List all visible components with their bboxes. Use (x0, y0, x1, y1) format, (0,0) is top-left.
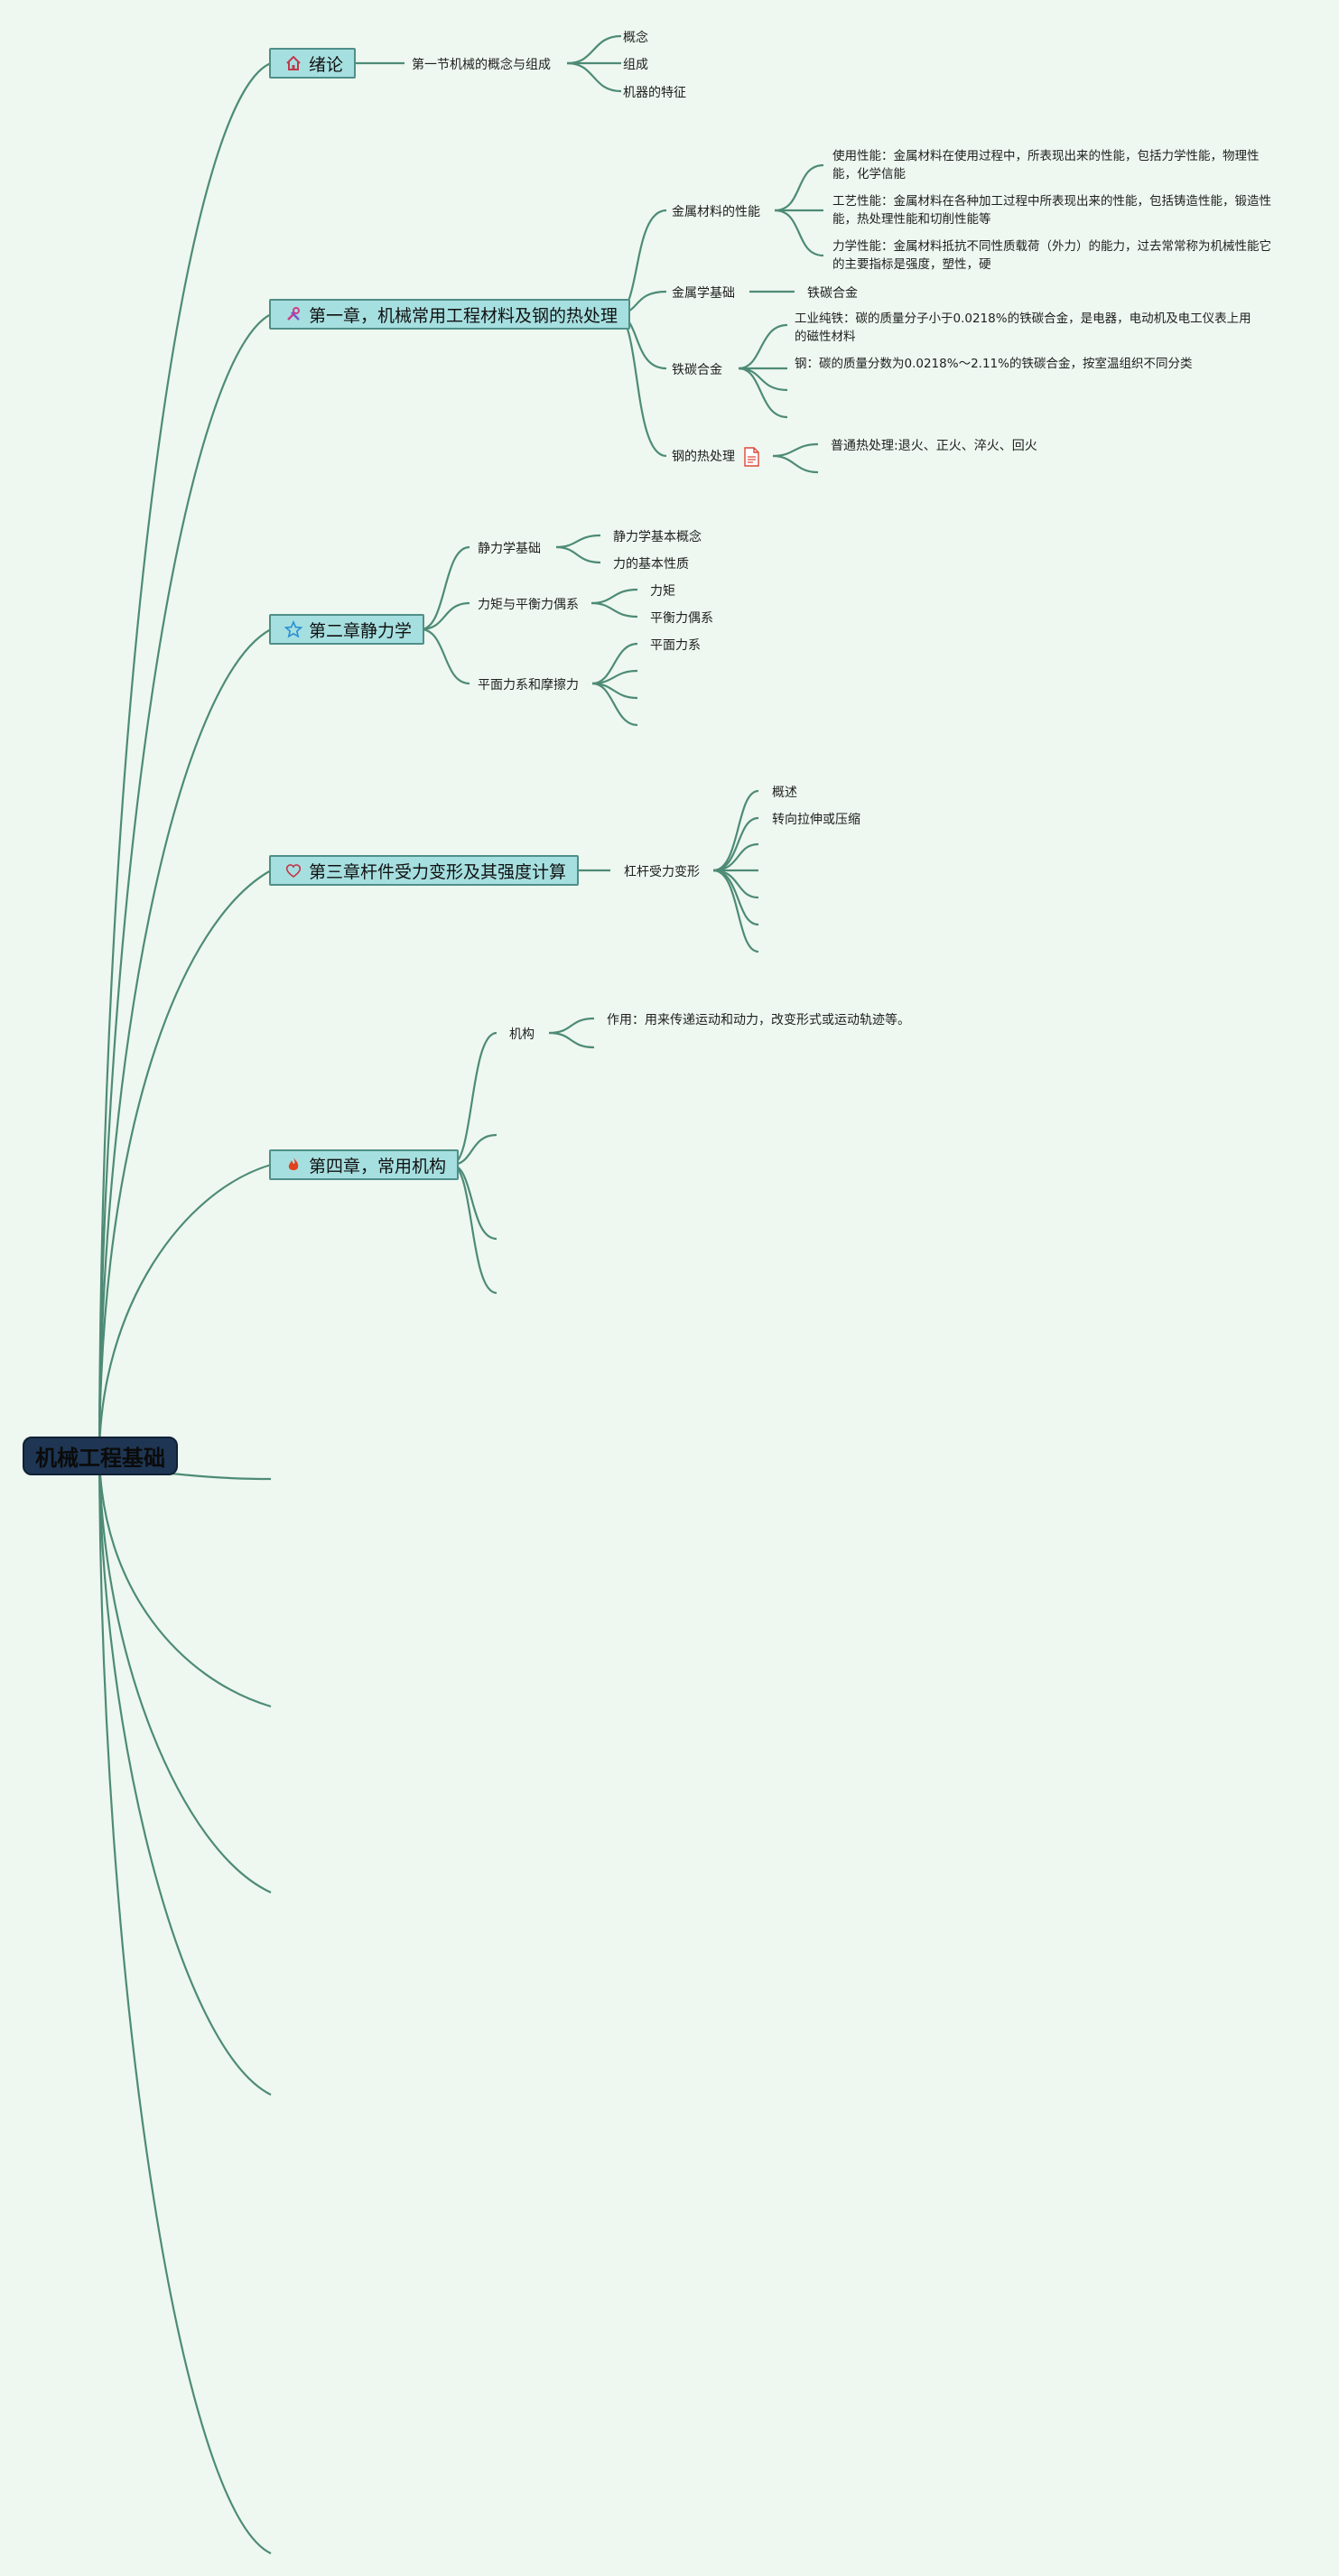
chapter-1[interactable]: 第一章，机械常用工程材料及钢的热处理 (269, 299, 631, 330)
edge-ch2-basic (420, 545, 470, 631)
edge-root-empty7 (98, 1453, 272, 1893)
chapter-label: 第一章，机械常用工程材料及钢的热处理 (309, 305, 618, 326)
star-icon (284, 619, 303, 639)
ch2-statics-basic[interactable]: 静力学基础 (478, 542, 541, 556)
edge-root-empty6 (98, 1453, 272, 1708)
edge-ch2-moment (420, 601, 470, 631)
ch2-statics-item[interactable]: 静力学基本概念 (613, 530, 702, 544)
ch1-metallurgy[interactable]: 金属学基础 (672, 286, 735, 301)
edge-basic-c2 (555, 545, 601, 564)
edge-root-ch1 (98, 313, 272, 1455)
ch1-heat-label: 钢的热处理 (672, 450, 735, 464)
ch3-rod-item[interactable]: 概述 (772, 786, 797, 800)
root-topic[interactable]: 机械工程基础 (23, 1437, 178, 1475)
ch2-plane[interactable]: 平面力系和摩擦力 (478, 678, 579, 693)
edge-rod-c7 (712, 869, 759, 953)
edge-moment-c1 (590, 588, 638, 605)
edge-heat-c2 (772, 454, 819, 474)
ch2-statics-item[interactable]: 力的基本性质 (613, 557, 689, 572)
intro-item[interactable]: 组成 (623, 58, 648, 72)
edge-root-empty8 (98, 1453, 272, 2096)
edge-root-empty5 (171, 1472, 272, 1481)
ch1-perf-item[interactable]: 力学性能：金属材料抵抗不同性质载荷（外力）的能力，过去常常称为机械性能它的主要指… (832, 239, 1271, 272)
chapter-intro[interactable]: 绪论 (269, 48, 357, 79)
edge-root-ch3 (98, 870, 272, 1455)
ch1-fe-c[interactable]: 铁碳合金 (672, 363, 722, 377)
edge-plane-c4 (591, 682, 638, 727)
edge-mech-c2 (548, 1031, 595, 1049)
ch1-heat-item[interactable]: 普通热处理:退火、正火、淬火、回火 (831, 439, 1037, 453)
ch2-plane-item[interactable]: 平面力系 (650, 638, 701, 653)
edge-root-ch2 (98, 628, 272, 1455)
chapter-label: 第二章静力学 (309, 620, 413, 641)
edge-fec-c4 (738, 367, 788, 419)
edge-ch1-heat (615, 312, 667, 458)
tools-icon (284, 304, 303, 324)
ch1-metallurgy-child[interactable]: 铁碳合金 (807, 286, 858, 301)
edge-moment-c2 (590, 601, 638, 618)
ch2-moment-item[interactable]: 力矩 (650, 584, 675, 599)
edge-root-empty9 (98, 1453, 272, 2554)
intro-item[interactable]: 概念 (623, 31, 648, 45)
edge-mech-c1 (548, 1017, 595, 1035)
edge-fec-c3 (738, 367, 788, 392)
chapter-label: 第四章，常用机构 (309, 1156, 447, 1176)
edge-root-ch0 (98, 61, 272, 1455)
edge-metal-p1 (774, 163, 824, 212)
edge-basic-c1 (555, 534, 601, 549)
edge-ch4-empty3 (451, 1163, 497, 1295)
ch4-mechanism[interactable]: 机构 (509, 1028, 535, 1042)
edge-intro-tezheng (566, 61, 622, 93)
edge-ch4-mech (451, 1031, 497, 1167)
ch2-moment-item[interactable]: 平衡力偶系 (650, 611, 713, 626)
edge-intro-gainian (566, 34, 622, 65)
ch1-perf-item[interactable]: 工艺性能：金属材料在各种加工过程中所表现出来的性能，包括铸造性能，锻造性能，热处… (832, 194, 1271, 227)
home-icon (284, 53, 303, 73)
intro-section[interactable]: 第一节机械的概念与组成 (412, 58, 551, 72)
edge-metal-p3 (774, 209, 824, 257)
ch1-fe-c-item[interactable]: 工业纯铁：碳的质量分子小于0.0218%的铁碳合金，是电器，电动机及电工仪表上用… (795, 312, 1251, 344)
edge-ch2-plane (420, 628, 470, 685)
ch4-mechanism-item[interactable]: 作用：用来传递运动和动力，改变形式或运动轨迹等。 (607, 1013, 910, 1028)
intro-item[interactable]: 机器的特征 (623, 86, 686, 100)
ch1-perf-item[interactable]: 使用性能：金属材料在使用过程中，所表现出来的性能，包括力学性能，物理性能，化学信… (832, 149, 1260, 181)
heart-icon (284, 860, 303, 880)
edge-root-ch4 (98, 1163, 272, 1455)
fire-icon (284, 1155, 303, 1175)
chapter-label: 绪论 (309, 54, 344, 75)
ch1-fe-c-item[interactable]: 钢：碳的质量分数为0.0218%～2.11%的铁碳合金，按室温组织不同分类 (795, 357, 1193, 371)
chapter-label: 第三章杆件受力变形及其强度计算 (309, 861, 567, 882)
ch1-heat-treatment[interactable]: 钢的热处理 (672, 447, 760, 467)
edge-rod-c1 (712, 789, 759, 872)
ch1-metal-perf[interactable]: 金属材料的性能 (672, 205, 760, 219)
ch2-moment[interactable]: 力矩与平衡力偶系 (478, 598, 579, 612)
edge-heat-c1 (772, 442, 819, 458)
chapter-4[interactable]: 第四章，常用机构 (269, 1149, 460, 1180)
ch3-rod-item[interactable]: 转向拉伸或压缩 (772, 813, 860, 827)
chapter-2[interactable]: 第二章静力学 (269, 614, 425, 645)
ch3-rod[interactable]: 杠杆受力变形 (624, 865, 700, 879)
document-icon[interactable] (743, 447, 760, 467)
edge-fec-c1 (738, 323, 788, 370)
chapter-3[interactable]: 第三章杆件受力变形及其强度计算 (269, 855, 580, 886)
